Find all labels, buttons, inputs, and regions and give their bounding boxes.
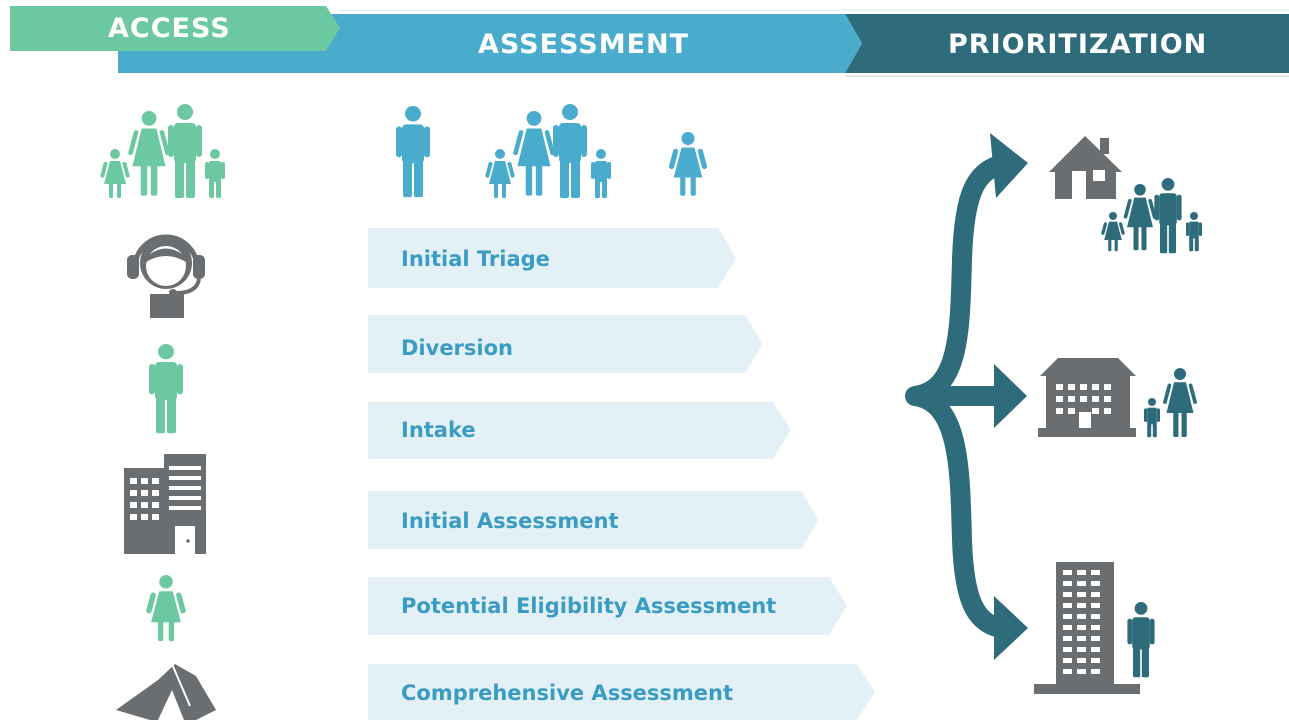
step-arrow-comprehensive bbox=[368, 664, 875, 720]
access-column bbox=[99, 104, 225, 720]
prioritization-label: PRIORITIZATION bbox=[948, 29, 1208, 60]
step-arrow-initial-assessment bbox=[368, 491, 819, 549]
access-label: ACCESS bbox=[108, 13, 231, 44]
bracket-lower bbox=[912, 386, 1003, 638]
building-icon bbox=[124, 454, 206, 554]
family-icon bbox=[99, 104, 225, 198]
prioritization-arrows bbox=[905, 133, 1028, 660]
apartment-tower-adult-icon bbox=[1034, 562, 1155, 694]
step-arrow-diversion bbox=[368, 315, 763, 373]
access-banner bbox=[10, 6, 340, 51]
step-arrow-potential-eligibility bbox=[368, 577, 847, 635]
assessment-people bbox=[396, 104, 708, 198]
header-banner bbox=[10, 6, 1289, 77]
child-icon bbox=[145, 575, 187, 642]
arrow-head-middle-icon bbox=[994, 364, 1027, 428]
arrow-head-top-icon bbox=[990, 133, 1028, 198]
house-family-icon bbox=[1049, 136, 1202, 254]
housing-building-family-icon bbox=[1038, 358, 1198, 438]
prioritization-outcomes bbox=[1034, 136, 1202, 694]
call-center-icon bbox=[127, 234, 205, 318]
family-icon bbox=[484, 104, 611, 198]
assessment-label: ASSESSMENT bbox=[478, 29, 690, 60]
bracket-upper bbox=[905, 155, 1010, 406]
step-initial-triage: Initial Triage bbox=[401, 247, 550, 271]
step-arrow-intake bbox=[368, 402, 791, 459]
step-arrow-initial-triage bbox=[368, 228, 736, 288]
arrow-head-bottom-icon bbox=[994, 596, 1028, 660]
step-potential-eligibility-assessment: Potential Eligibility Assessment bbox=[401, 594, 777, 618]
single-adult-icon bbox=[149, 344, 183, 434]
step-comprehensive-assessment: Comprehensive Assessment bbox=[401, 681, 734, 705]
assessment-steps bbox=[368, 228, 875, 720]
prioritization-banner bbox=[845, 14, 1289, 73]
tent-icon bbox=[116, 663, 216, 720]
child-icon bbox=[668, 132, 708, 196]
step-diversion: Diversion bbox=[401, 336, 513, 360]
step-initial-assessment: Initial Assessment bbox=[401, 509, 619, 533]
step-intake: Intake bbox=[401, 418, 476, 442]
single-adult-icon bbox=[396, 106, 430, 198]
